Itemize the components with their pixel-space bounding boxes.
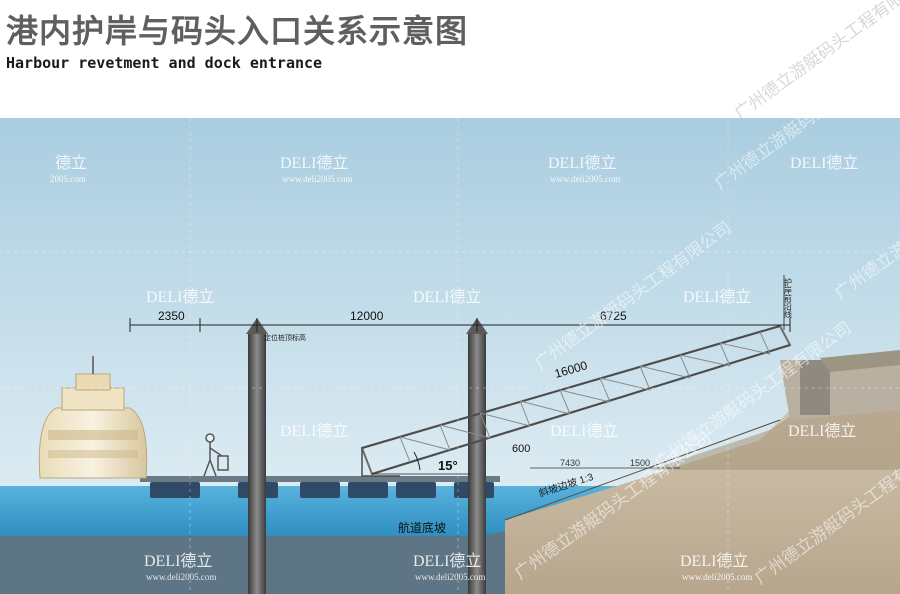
angle-arc [413, 451, 421, 471]
gangway [360, 324, 792, 477]
guide-pile-1 [246, 318, 268, 594]
page-subtitle: Harbour revetment and dock entrance [6, 54, 323, 72]
wm-brand-2: DELI德立 [280, 154, 348, 172]
dim-2350: 2350 [158, 309, 185, 323]
revetment-rock [650, 405, 900, 470]
wm-brand-7: DELI德立 [683, 288, 751, 306]
seabed-label: 航道底坡 [398, 520, 446, 535]
wm-brand-13: DELI德立 [680, 552, 748, 570]
svg-text:护岸前沿线: 护岸前沿线 [784, 277, 793, 318]
wm-brand-1: 德立 [55, 154, 87, 172]
guide-gridlines [0, 118, 900, 594]
wm-brand-9: DELI德立 [550, 422, 618, 440]
wm-brand-12: DELI德立 [413, 552, 481, 570]
wm-brand-5: DELI德立 [146, 288, 214, 306]
wm-url-11: www.deli2005.com [146, 572, 216, 582]
dim-12000: 12000 [350, 309, 384, 323]
revetment-wall [800, 360, 830, 415]
revetment-label: 护岸前沿线 [784, 275, 793, 330]
wm-url-1: 2005.com [50, 174, 86, 184]
page-title: 港内护岸与码头入口关系示意图 [6, 12, 469, 50]
dimension-line-top [129, 318, 791, 332]
wm-url-12: www.deli2005.com [415, 572, 485, 582]
wm-url-13: www.deli2005.com [682, 572, 752, 582]
pontoon-note: 定位桩顶标高 [264, 333, 306, 342]
wm-brand-10: DELI德立 [788, 422, 856, 440]
slope-line [504, 419, 781, 521]
sky [0, 118, 900, 486]
wm-brand-6: DELI德立 [413, 288, 481, 306]
yacht [38, 356, 148, 479]
dim-600: 600 [512, 443, 530, 455]
person-with-cart [203, 433, 229, 477]
revetment-hatch [820, 350, 900, 372]
wm-brand-11: DELI德立 [144, 552, 212, 570]
dim-6725: 6725 [600, 309, 627, 323]
wm-url-2: www.deli2005.com [282, 174, 352, 184]
wm-brand-3: DELI德立 [548, 154, 616, 172]
small-dim-7430: 7430 [560, 458, 580, 468]
wm-url-3: www.deli2005.com [550, 174, 620, 184]
angle-label: 15° [438, 458, 458, 473]
small-dim-1500: 1500 [630, 458, 650, 468]
wm-brand-8: DELI德立 [280, 422, 348, 440]
wm-brand-4: DELI德立 [790, 154, 858, 172]
